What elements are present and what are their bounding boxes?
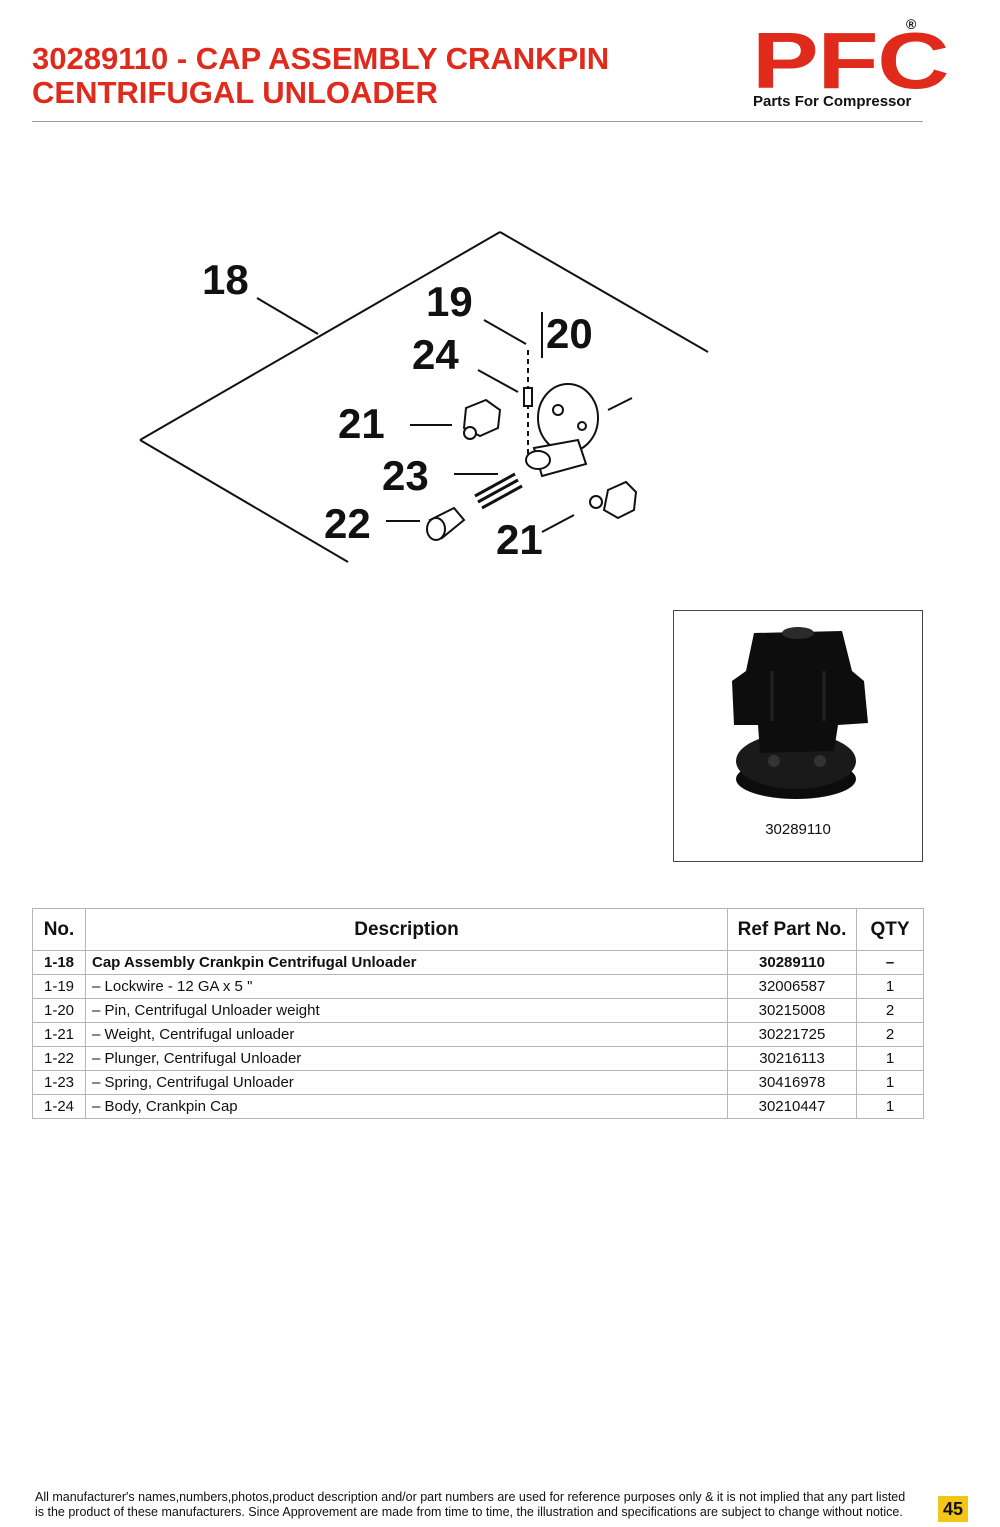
part-edge xyxy=(607,397,633,411)
leader-19 xyxy=(483,319,527,345)
pin-20 xyxy=(523,387,533,407)
cell-ref: 30210447 xyxy=(727,1094,857,1119)
table-row: 1-22 – Plunger, Centrifugal Unloader 302… xyxy=(32,1046,924,1071)
table-row: 1-18 Cap Assembly Crankpin Centrifugal U… xyxy=(32,950,924,975)
cell-ref: 30289110 xyxy=(727,950,857,975)
cell-no: 1-18 xyxy=(32,950,86,975)
cell-ref: 30216113 xyxy=(727,1046,857,1071)
cell-no: 1-19 xyxy=(32,974,86,999)
leader-20 xyxy=(477,369,519,393)
cell-ref: 32006587 xyxy=(727,974,857,999)
cell-description: – Lockwire - 12 GA x 5 " xyxy=(85,974,728,999)
bracket-line-bottom xyxy=(139,439,349,563)
cell-description: – Body, Crankpin Cap xyxy=(85,1094,728,1119)
callout-21b: 21 xyxy=(496,516,543,563)
parts-table: No. Description Ref Part No. QTY 1-18 Ca… xyxy=(32,908,924,1119)
cell-ref: 30221725 xyxy=(727,1022,857,1047)
title-line-2: CENTRIFUGAL UNLOADER xyxy=(32,75,438,110)
bracket-line-top-right xyxy=(499,231,709,353)
cell-no: 1-24 xyxy=(32,1094,86,1119)
callout-21a: 21 xyxy=(338,400,385,447)
cell-no: 1-22 xyxy=(32,1046,86,1071)
cell-no: 1-21 xyxy=(32,1022,86,1047)
cell-qty: 2 xyxy=(856,1022,924,1047)
cell-ref: 30215008 xyxy=(727,998,857,1023)
leader-21b xyxy=(541,514,575,533)
product-photo-box: 30289110 xyxy=(673,610,923,862)
cell-qty: 1 xyxy=(856,1094,924,1119)
cell-description: – Spring, Centrifugal Unloader xyxy=(85,1070,728,1095)
table-row: 1-21 – Weight, Centrifugal unloader 3022… xyxy=(32,1022,924,1047)
product-photo xyxy=(732,627,868,799)
leader-18 xyxy=(256,297,319,335)
table-row: 1-19 – Lockwire - 12 GA x 5 " 32006587 1 xyxy=(32,974,924,999)
header-no: No. xyxy=(32,908,86,951)
header-qty: QTY xyxy=(856,908,924,951)
cell-description: Cap Assembly Crankpin Centrifugal Unload… xyxy=(85,950,728,975)
pfc-logo: PFC ® Parts For Compressor xyxy=(752,16,950,112)
page-title: 30289110 - CAP ASSEMBLY CRANKPIN CENTRIF… xyxy=(32,42,609,110)
logo-letters: PFC xyxy=(752,16,950,105)
exploded-diagram: 18 19 20 24 21 23 22 21 xyxy=(139,231,709,563)
cell-qty: – xyxy=(856,950,924,975)
cell-qty: 1 xyxy=(856,1046,924,1071)
table-row: 1-24 – Body, Crankpin Cap 30210447 1 xyxy=(32,1094,924,1119)
callout-19: 19 xyxy=(426,278,473,325)
logo-tagline: Parts For Compressor xyxy=(753,93,912,110)
cell-description: – Pin, Centrifugal Unloader weight xyxy=(85,998,728,1023)
table-row: 1-20 – Pin, Centrifugal Unloader weight … xyxy=(32,998,924,1023)
page-number: 45 xyxy=(938,1496,968,1522)
cell-qty: 1 xyxy=(856,1070,924,1095)
callout-23: 23 xyxy=(382,452,429,499)
cell-no: 1-20 xyxy=(32,998,86,1023)
callout-24: 20 xyxy=(546,310,593,357)
registered-mark: ® xyxy=(906,16,917,32)
cell-description: – Plunger, Centrifugal Unloader xyxy=(85,1046,728,1071)
header-description: Description xyxy=(85,908,728,951)
callout-22: 22 xyxy=(324,500,371,547)
spring-23 xyxy=(474,472,523,510)
header-ref: Ref Part No. xyxy=(727,908,857,951)
table-row: 1-23 – Spring, Centrifugal Unloader 3041… xyxy=(32,1070,924,1095)
disclaimer-footer: All manufacturer's names,numbers,photos,… xyxy=(35,1490,930,1520)
cell-ref: 30416978 xyxy=(727,1070,857,1095)
table-header-row: No. Description Ref Part No. QTY xyxy=(32,908,924,951)
header-divider xyxy=(32,121,923,122)
disclaimer-line-1: All manufacturer's names,numbers,photos,… xyxy=(35,1490,906,1504)
cell-qty: 2 xyxy=(856,998,924,1023)
bracket-line-top-left xyxy=(139,231,501,441)
disclaimer-line-2: is the product of these manufacturers. S… xyxy=(35,1505,903,1519)
cell-qty: 1 xyxy=(856,974,924,999)
weight-21b xyxy=(602,480,638,520)
photo-caption: 30289110 xyxy=(765,821,831,838)
callout-18: 18 xyxy=(202,256,249,303)
cell-no: 1-23 xyxy=(32,1070,86,1095)
cell-description: – Weight, Centrifugal unloader xyxy=(85,1022,728,1047)
callout-20: 24 xyxy=(412,331,459,378)
title-line-1: 30289110 - CAP ASSEMBLY CRANKPIN xyxy=(32,41,610,76)
